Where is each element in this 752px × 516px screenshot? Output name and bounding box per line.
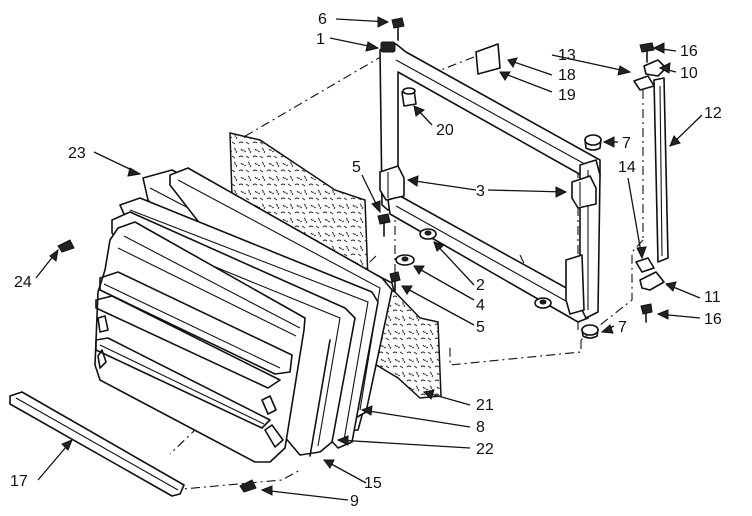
callout-7-top: 7 xyxy=(622,135,631,152)
plug-cap xyxy=(401,87,417,107)
screw-upper-right xyxy=(639,42,655,63)
callout-13: 13 xyxy=(558,47,576,64)
callout-10: 10 xyxy=(680,65,698,82)
callout-labels: 6 1 13 16 18 10 19 20 12 7 14 23 5 3 24 … xyxy=(10,11,722,510)
callout-7-bottom: 7 xyxy=(618,319,627,336)
callout-1: 1 xyxy=(316,31,325,48)
hinge-rod xyxy=(633,59,669,291)
callout-18: 18 xyxy=(558,67,576,84)
callout-5-top: 5 xyxy=(352,159,361,176)
callout-14: 14 xyxy=(618,159,636,176)
door-front-with-shelves xyxy=(94,221,306,463)
callout-16-bottom: 16 xyxy=(704,311,722,328)
hinge-plate xyxy=(379,165,597,209)
lower-screw xyxy=(389,271,401,293)
callout-24: 24 xyxy=(14,274,32,291)
callout-5-bottom: 5 xyxy=(476,319,485,336)
callout-3: 3 xyxy=(476,183,485,200)
callout-9: 9 xyxy=(350,493,359,510)
lower-bushing-left xyxy=(419,228,437,240)
callout-16-top: 16 xyxy=(680,43,698,60)
side-screw xyxy=(377,213,391,237)
callout-23: 23 xyxy=(68,145,86,162)
callout-12: 12 xyxy=(704,105,722,122)
screw-top xyxy=(391,17,405,41)
callout-8: 8 xyxy=(476,419,485,436)
screw-left xyxy=(57,239,75,253)
callout-6: 6 xyxy=(318,11,327,28)
callout-17: 17 xyxy=(10,473,28,490)
screw-bottom xyxy=(239,479,257,493)
callout-22: 22 xyxy=(476,441,494,458)
stop-cap-top xyxy=(584,134,602,151)
callout-20: 20 xyxy=(436,122,454,139)
washer xyxy=(395,254,415,266)
arrowheads xyxy=(49,16,681,496)
callout-19: 19 xyxy=(558,87,576,104)
callout-2: 2 xyxy=(476,277,485,294)
stop-cap-bottom xyxy=(581,324,599,339)
shelf-trim xyxy=(9,391,185,497)
callout-4: 4 xyxy=(476,297,485,314)
callout-11: 11 xyxy=(704,289,721,306)
spacer-block xyxy=(475,43,501,75)
callout-15: 15 xyxy=(364,475,382,492)
screw-lower-right xyxy=(640,303,653,323)
callout-21: 21 xyxy=(476,397,494,414)
lower-bushing-right xyxy=(534,297,552,309)
